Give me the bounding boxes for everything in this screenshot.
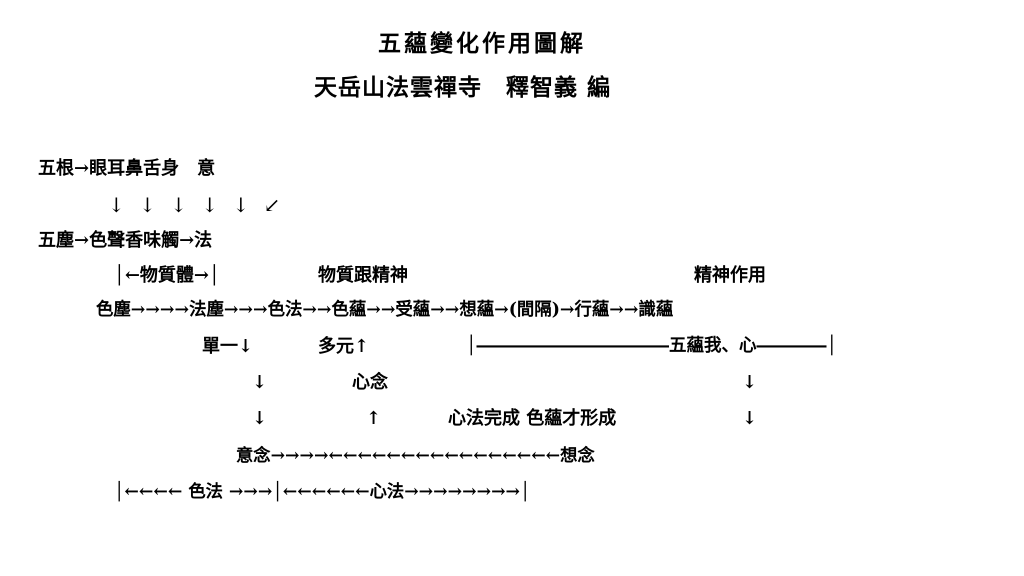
diagram-title: 五蘊變化作用圖解 [378, 30, 586, 57]
label-spirit-function: 精神作用 [694, 265, 766, 286]
label-mind-dharma-complete: 心法完成 色蘊才形成 [448, 408, 617, 429]
row-intention-thought: 意念→→→→←←←←←←←←←←←←←←←←想念 [236, 446, 595, 466]
arrow-down-left: ↓ [252, 372, 268, 393]
row-five-dusts: 五塵→色聲香味觸→法 [38, 230, 213, 251]
label-single: 單一↓ [202, 336, 254, 357]
row-five-roots: 五根→眼耳鼻舌身 意 [38, 158, 216, 179]
label-five-aggregates-self: │―――――――――――五蘊我、心――――│ [466, 336, 838, 356]
row-arrows-down: ↓ ↓ ↓ ↓ ↓ ↙ [108, 193, 285, 217]
label-heart-thought: 心念 [352, 372, 388, 393]
diagram-subtitle: 天岳山法雲禪寺 釋智義 編 [314, 74, 612, 101]
arrow-down-right: ↓ [742, 372, 758, 393]
arrow-down-left-2: ↓ [252, 408, 268, 429]
label-multiple: 多元↑ [318, 336, 370, 357]
arrow-down-right-2: ↓ [742, 408, 758, 429]
row-form-mind-dharma: │←←←← 色法 →→→│←←←←←←心法→→→→→→→→│ [114, 482, 531, 502]
label-material-body: │←物質體→│ [114, 265, 220, 286]
arrow-up-middle: ↑ [366, 408, 382, 429]
label-material-and-spirit: 物質跟精神 [318, 265, 408, 286]
row-main-chain: 色塵→→→→法塵→→→色法→→色蘊→→受蘊→→想蘊→(間隔)→行蘊→→識蘊 [96, 300, 674, 320]
